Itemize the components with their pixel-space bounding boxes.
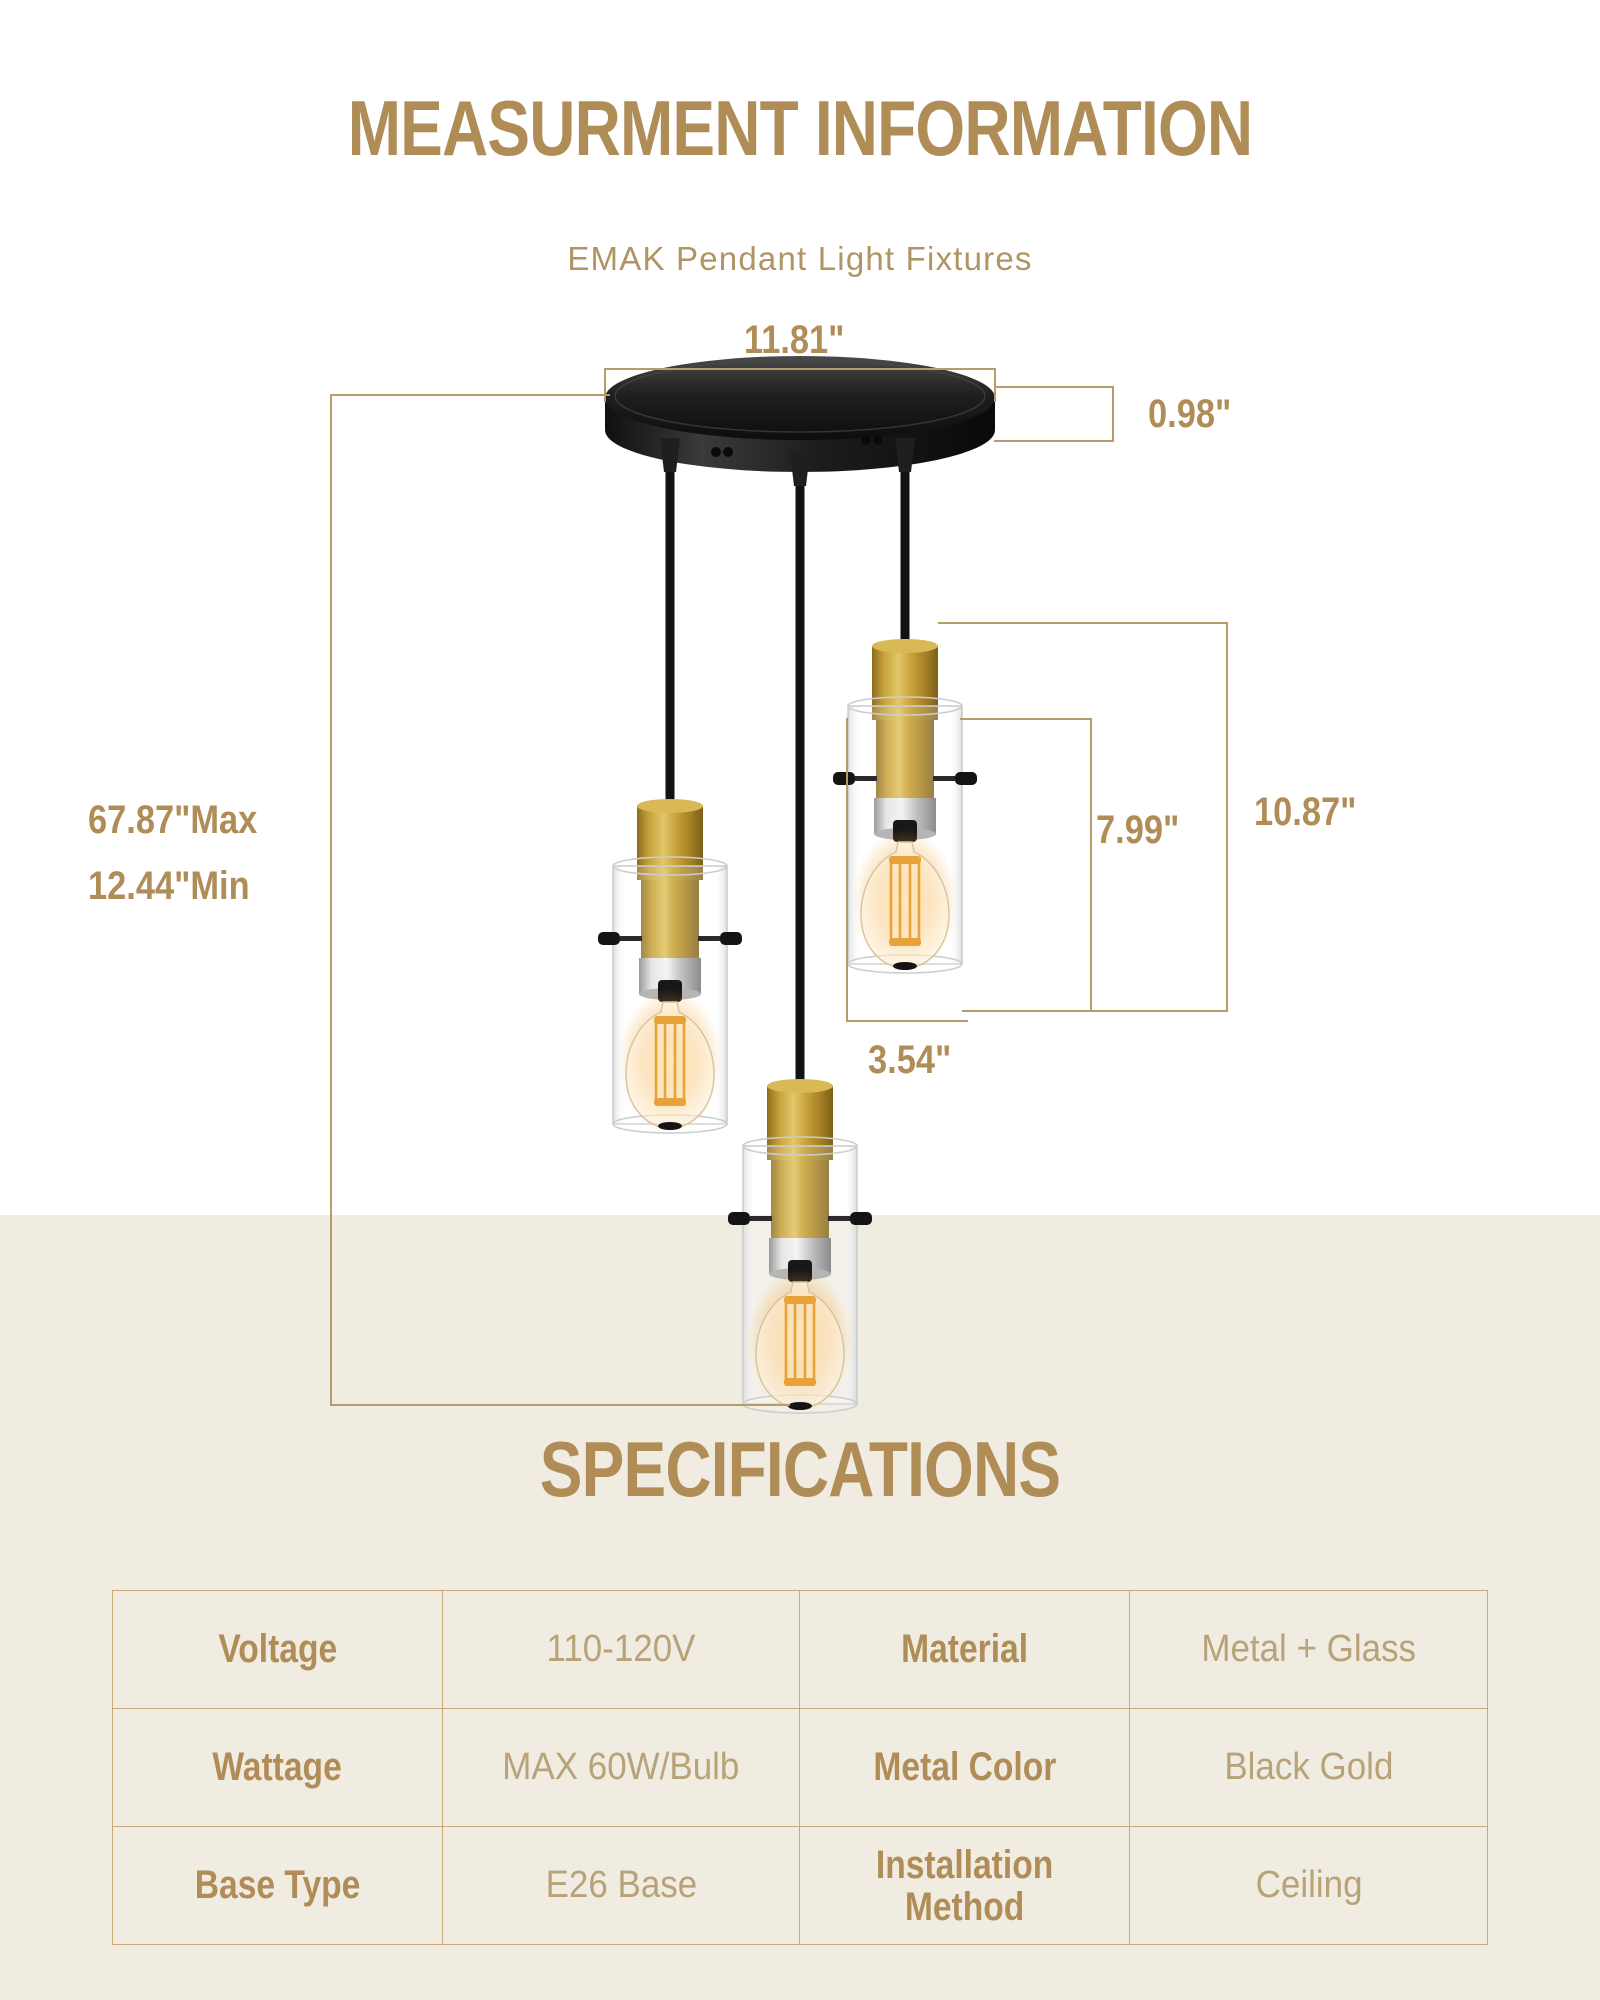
dim-tick-canopy-left xyxy=(604,368,606,402)
dim-label-shade-diameter: 3.54" xyxy=(868,1038,952,1082)
page-title: MEASURMENT INFORMATION xyxy=(347,84,1253,172)
dim-line-shade-height-vertical xyxy=(1090,718,1092,1010)
spec-key-base-type: Base Type xyxy=(112,1826,443,1945)
dim-line-overall-vertical xyxy=(330,394,332,1404)
spec-value-base-type: E26 Base xyxy=(441,1826,801,1945)
dim-label-overall-max: 67.87"Max xyxy=(88,798,258,842)
spec-value-wattage: MAX 60W/Bulb xyxy=(441,1708,801,1827)
dim-line-overall-top xyxy=(330,394,610,396)
pendant-light-illustration xyxy=(596,356,995,1415)
dim-line-fixture-height-bottom xyxy=(962,1010,1228,1012)
dim-tick-canopy-thickness xyxy=(1112,386,1114,442)
dim-label-overall-min: 12.44"Min xyxy=(88,864,250,908)
dim-line-shade-height-top xyxy=(960,718,1092,720)
dim-line-fixture-height-top xyxy=(938,622,1228,624)
spec-key-material: Material xyxy=(799,1590,1131,1709)
specifications-title: SPECIFICATIONS xyxy=(539,1425,1061,1513)
dim-line-canopy-width xyxy=(604,368,996,370)
spec-value-installation-method: Ceiling xyxy=(1129,1826,1488,1945)
spec-value-metal-color: Black Gold xyxy=(1129,1708,1488,1827)
dim-line-canopy-thickness-top xyxy=(994,386,1114,388)
page-subtitle: EMAK Pendant Light Fixtures xyxy=(567,240,1033,277)
table-row: Wattage MAX 60W/Bulb Metal Color Black G… xyxy=(112,1708,1488,1827)
spec-key-wattage: Wattage xyxy=(112,1708,443,1827)
dim-label-shade-height: 7.99" xyxy=(1096,808,1180,852)
spec-value-voltage: 110-120V xyxy=(441,1590,801,1709)
dim-label-canopy-thickness: 0.98" xyxy=(1148,392,1232,436)
spec-value-material: Metal + Glass xyxy=(1129,1590,1488,1709)
dim-tick-canopy-right xyxy=(994,368,996,402)
dim-line-shade-diameter xyxy=(846,1020,968,1022)
dim-label-fixture-height: 10.87" xyxy=(1254,790,1357,834)
spec-key-voltage: Voltage xyxy=(112,1590,443,1709)
dim-tick-shade-diameter-left xyxy=(846,718,848,1020)
spec-key-metal-color: Metal Color xyxy=(799,1708,1131,1827)
dim-line-fixture-height-vertical xyxy=(1226,622,1228,1012)
specifications-table: Voltage 110-120V Material Metal + Glass … xyxy=(112,1590,1488,1945)
table-row: Voltage 110-120V Material Metal + Glass xyxy=(112,1590,1488,1709)
dim-line-overall-bottom xyxy=(330,1404,790,1406)
dim-label-canopy-width: 11.81" xyxy=(744,318,845,362)
dim-line-canopy-thickness-bottom xyxy=(994,440,1114,442)
